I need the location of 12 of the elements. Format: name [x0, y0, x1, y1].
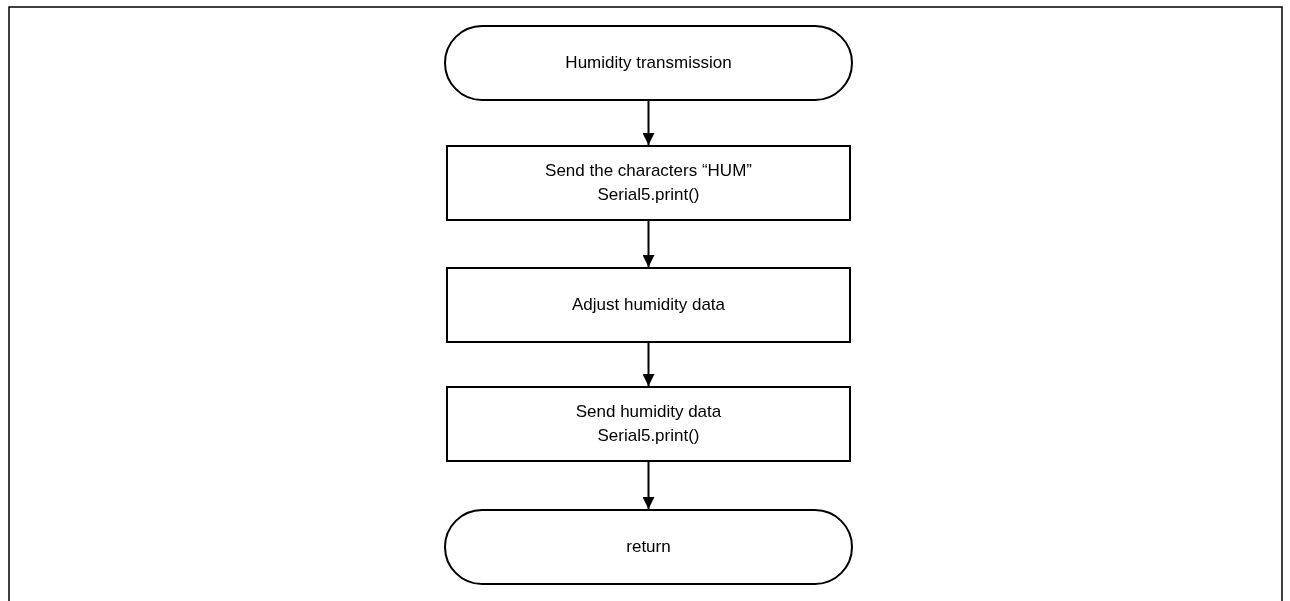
arrow	[642, 461, 655, 510]
arrow	[642, 342, 655, 387]
node-text: return	[626, 536, 671, 559]
process-box	[446, 386, 851, 462]
process-box	[446, 145, 851, 221]
arrow	[642, 100, 655, 146]
node-text: Adjust humidity data	[571, 294, 726, 317]
process-box	[446, 267, 851, 343]
node-text: Humidity transmission	[565, 52, 732, 75]
node-text: Send the characters “HUM” Serial5.print()	[544, 160, 753, 206]
arrow	[642, 220, 655, 268]
node-text: Send humidity data Serial5.print()	[574, 401, 723, 447]
